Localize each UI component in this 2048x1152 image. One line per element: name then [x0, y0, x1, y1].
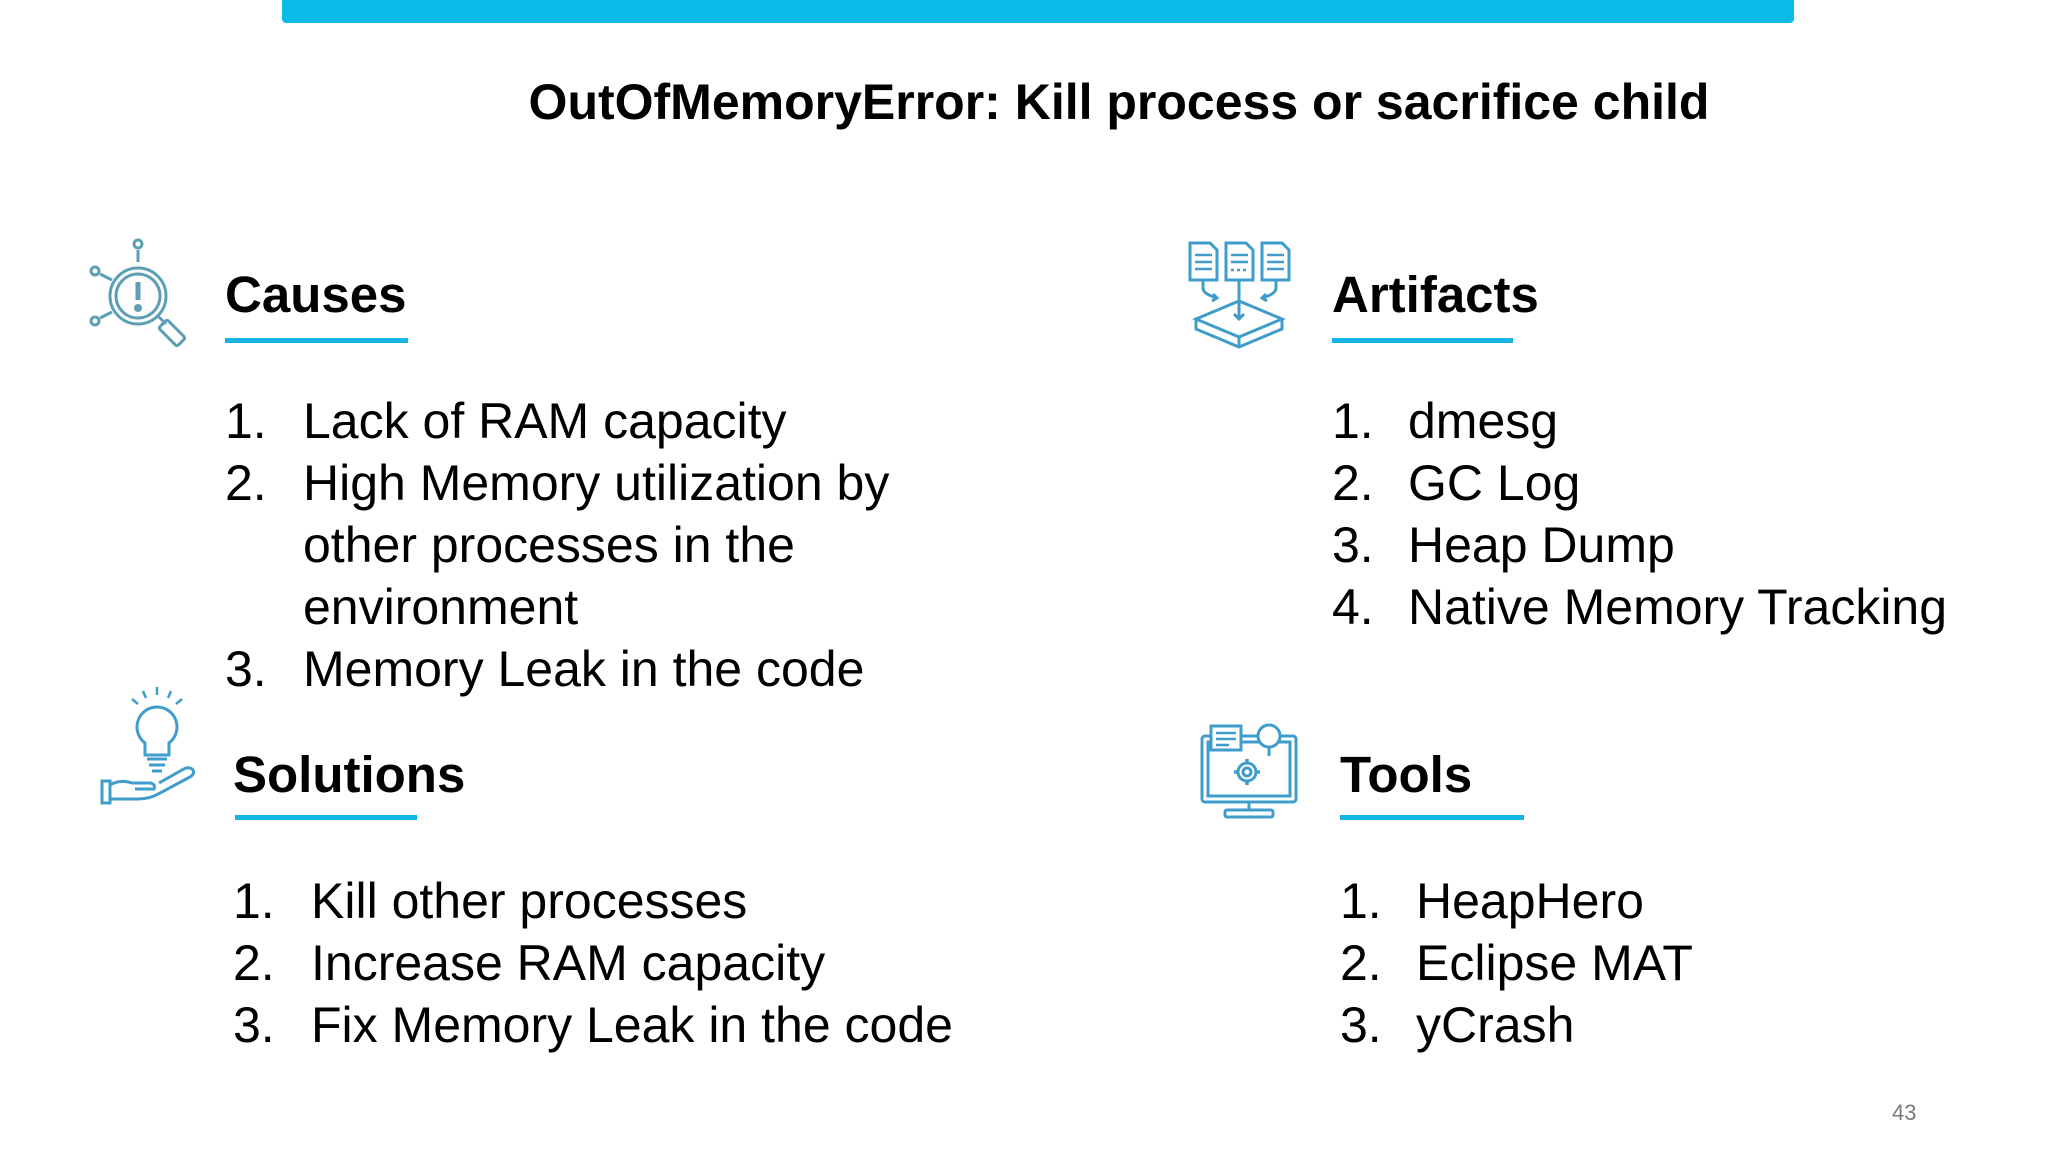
item-number: 1.	[225, 393, 267, 449]
causes-heading: Causes	[225, 266, 407, 323]
list-item: 3. Fix Memory Leak in the code	[233, 994, 1033, 1056]
tools-underline	[1340, 815, 1524, 820]
tools-heading: Tools	[1340, 746, 1473, 803]
documents-to-tray-icon	[1188, 241, 1291, 349]
causes-underline	[225, 338, 408, 343]
list-item: 1. HeapHero	[1340, 870, 1940, 932]
item-text: Native Memory Tracking	[1408, 579, 1948, 635]
artifacts-list: 1. dmesg 2. GC Log 3. Heap Dump 4. Native Me…	[1332, 390, 2032, 638]
list-item: 3. Memory Leak in the code	[225, 638, 985, 700]
list-item: 2. Eclipse MAT	[1340, 932, 1940, 994]
item-text: GC Log	[1408, 455, 1581, 511]
item-number: 3.	[225, 641, 267, 697]
item-number: 2.	[225, 455, 267, 511]
solutions-underline	[235, 815, 417, 820]
artifacts-underline	[1332, 338, 1513, 343]
artifacts-heading: Artifacts	[1332, 266, 1539, 323]
magnifier-alert-icon	[89, 238, 187, 348]
page-number: 43	[1892, 1100, 1917, 1125]
item-text: Fix Memory Leak in the code	[311, 997, 953, 1053]
item-text: other processes in the	[303, 517, 795, 573]
item-text: HeapHero	[1416, 873, 1644, 929]
item-text: Heap Dump	[1408, 517, 1675, 573]
list-item: 1. Lack of RAM capacity	[225, 390, 985, 452]
item-text: Eclipse MAT	[1416, 935, 1693, 991]
item-number: 3.	[1340, 997, 1382, 1053]
lightbulb-hand-icon	[100, 687, 196, 805]
item-number: 3.	[1332, 517, 1374, 573]
top-accent-bar	[282, 0, 1794, 23]
list-item: 1. dmesg	[1332, 390, 2032, 452]
solutions-heading: Solutions	[233, 746, 466, 803]
item-number: 2.	[1332, 455, 1374, 511]
list-item: 2. High Memory utilization by other proces…	[225, 452, 985, 638]
item-text: environment	[303, 579, 579, 635]
list-item: 2. GC Log	[1332, 452, 2032, 514]
tools-list: 1. HeapHero 2. Eclipse MAT 3. yCrash	[1340, 870, 1940, 1056]
list-item: 4. Native Memory Tracking	[1332, 576, 2032, 638]
item-text: Lack of RAM capacity	[303, 393, 787, 449]
slide-title: OutOfMemoryError: Kill process or sacrif…	[528, 74, 1710, 130]
monitor-gear-icon	[1200, 723, 1298, 819]
list-item: 3. yCrash	[1340, 994, 1940, 1056]
item-text: Increase RAM capacity	[311, 935, 826, 991]
item-number: 1.	[233, 873, 275, 929]
item-text: Memory Leak in the code	[303, 641, 865, 697]
item-number: 1.	[1332, 393, 1374, 449]
item-number: 4.	[1332, 579, 1374, 635]
item-text: dmesg	[1408, 393, 1559, 449]
item-text: yCrash	[1416, 997, 1575, 1053]
item-text: Kill other processes	[311, 873, 748, 929]
causes-list: 1. Lack of RAM capacity 2. High Memory uti…	[225, 390, 985, 700]
item-number: 3.	[233, 997, 275, 1053]
item-number: 1.	[1340, 873, 1382, 929]
list-item: 2. Increase RAM capacity	[233, 932, 1033, 994]
item-number: 2.	[233, 935, 275, 991]
list-item: 1. Kill other processes	[233, 870, 1033, 932]
item-text: High Memory utilization by	[303, 455, 890, 511]
item-number: 2.	[1340, 935, 1382, 991]
list-item: 3. Heap Dump	[1332, 514, 2032, 576]
solutions-list: 1. Kill other processes 2. Increase RAM ca…	[233, 870, 1033, 1056]
